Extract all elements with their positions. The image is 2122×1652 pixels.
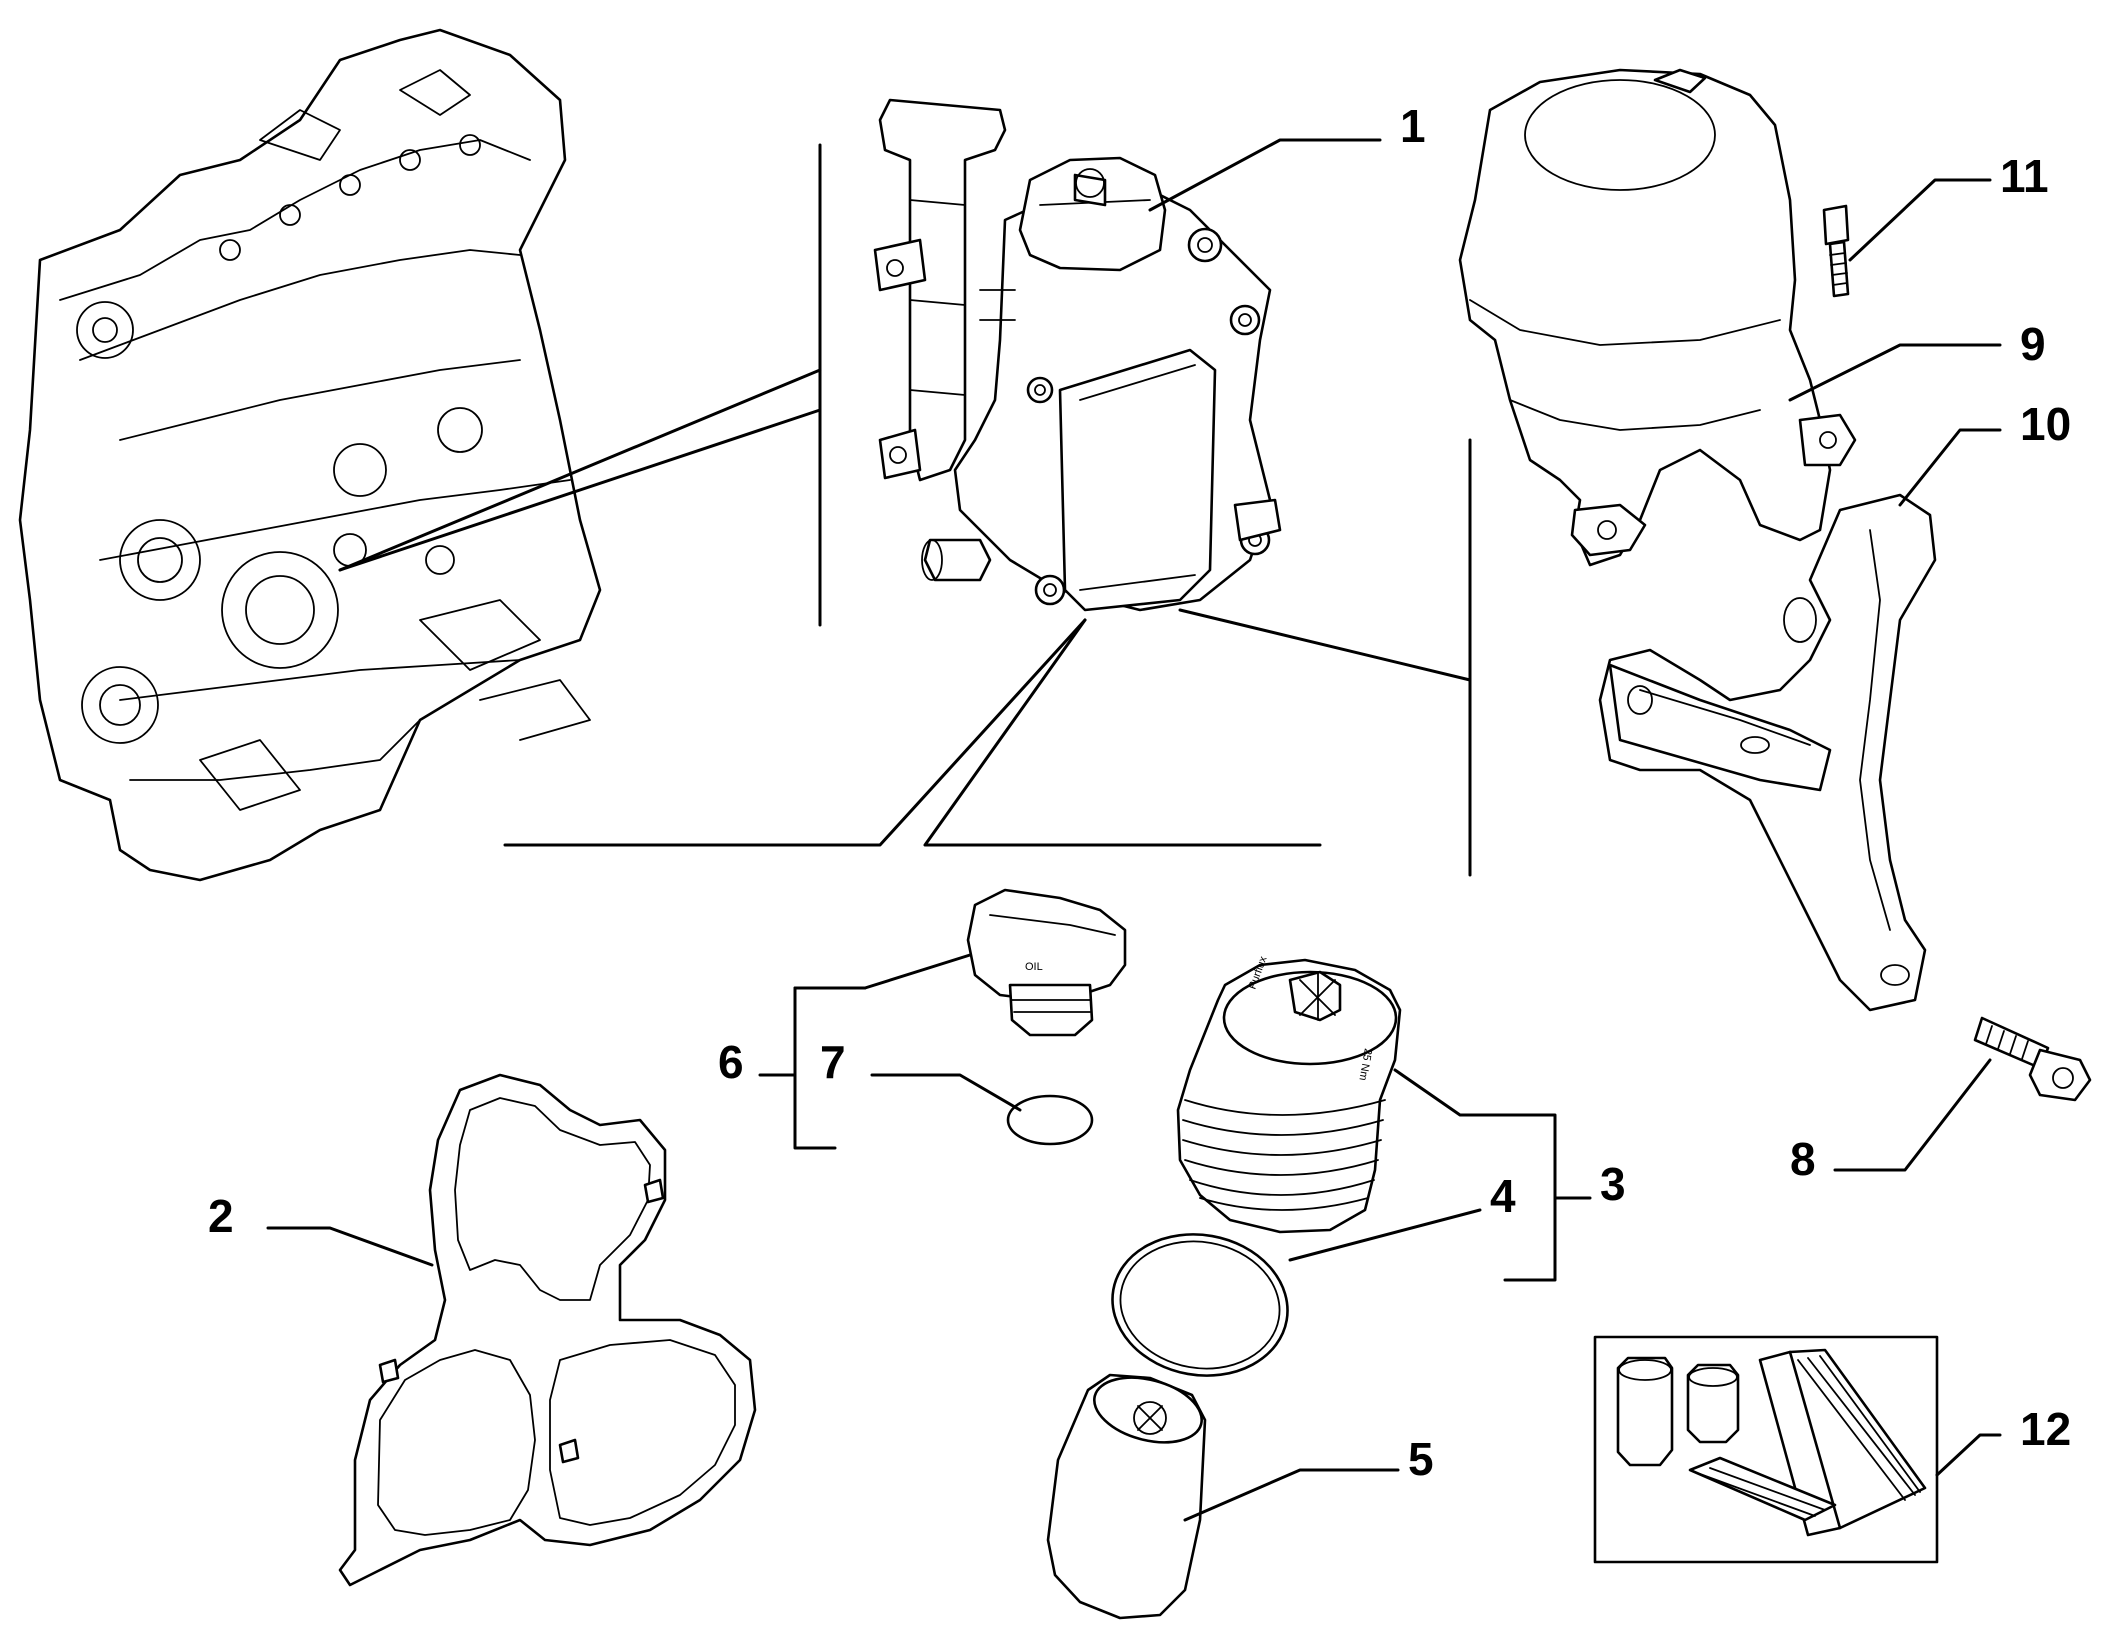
callout-3: 3 [1600, 1158, 1626, 1210]
o-ring-part-7 [1006, 1094, 1094, 1146]
leader-lines [266, 138, 2002, 1522]
callout-labels: 1 2 3 4 5 6 7 8 9 10 11 12 [208, 100, 2071, 1485]
bracket-part-10 [1598, 493, 1937, 1012]
callout-8: 8 [1790, 1133, 1816, 1185]
callout-12: 12 [2020, 1403, 2071, 1455]
callout-4: 4 [1490, 1170, 1516, 1222]
bolt-part-8 [1973, 1016, 2092, 1102]
oil-filter-element-part [1046, 1373, 1207, 1620]
callout-10: 10 [2020, 398, 2071, 450]
callout-2: 2 [208, 1190, 234, 1242]
oil-filler-cap-part: OIL [966, 888, 1127, 1037]
heat-shield-part [1458, 68, 1857, 567]
oil-filter-housing-part [873, 98, 1282, 612]
callout-5: 5 [1408, 1433, 1434, 1485]
oil-filter-cartridge-part: Purflux 25 Nm [1176, 954, 1402, 1234]
gasket-ring-part-4 [1111, 1233, 1289, 1377]
engine-block-illustration [18, 28, 602, 882]
callout-11: 11 [2000, 150, 2049, 202]
callout-9: 9 [2020, 318, 2046, 370]
callout-7: 7 [820, 1036, 846, 1088]
gasket-part-2 [338, 1073, 757, 1587]
callout-6: 6 [718, 1036, 744, 1088]
service-kit-box-part-12 [1593, 1335, 1939, 1564]
cap-oil-marking: OIL [1025, 961, 1043, 973]
bolt-part-11 [1822, 204, 1850, 298]
filter-torque-marking: 25 Nm [1356, 1047, 1373, 1081]
callout-1: 1 [1400, 100, 1426, 152]
